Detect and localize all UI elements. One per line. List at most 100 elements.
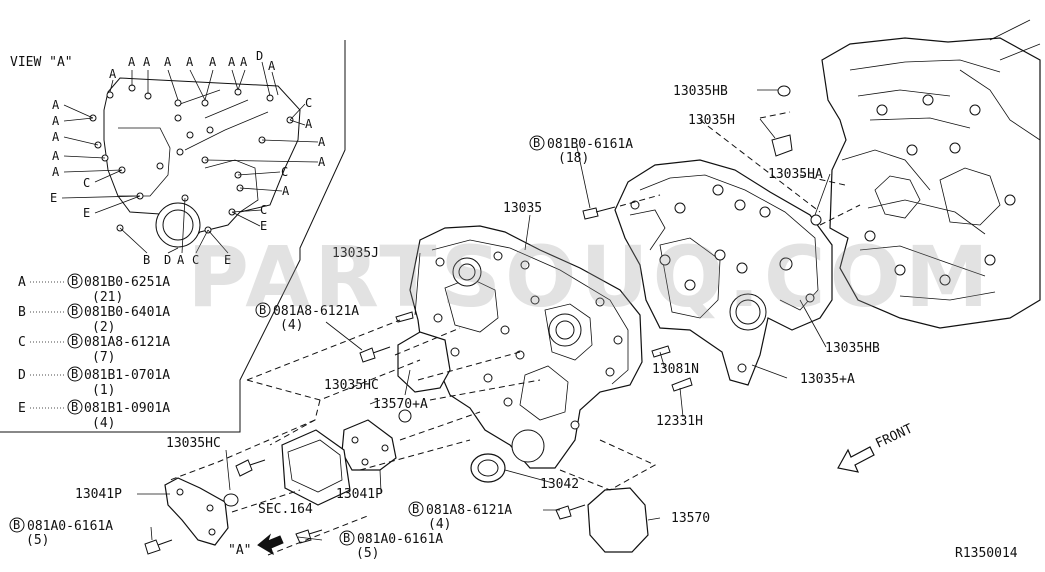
front-timing-cover [409,225,643,469]
svg-text:B: B [13,518,20,532]
svg-text:081B0-6401A: 081B0-6401A [84,305,170,320]
svg-text:A: A [164,55,172,69]
svg-text:(4): (4) [428,517,451,532]
rear-timing-cover [614,159,833,386]
inset-right-letters: C A A A C A C E [260,96,326,233]
legend-row-c: C B 081A8-6121A (7) [18,333,170,365]
bolt-symbol-icon [67,333,83,349]
sec164-module [281,429,351,506]
callout-13035hc-mid: 13035HC [324,378,379,393]
callout-13035hc-left: 13035HC [166,436,221,451]
svg-text:A: A [18,275,26,290]
svg-text:081B0-6161A: 081B0-6161A [547,137,633,152]
bolt-symbol-icon [339,530,355,546]
svg-text:B: B [143,253,150,267]
front-arrow-icon [837,446,875,473]
svg-text:B: B [259,303,266,317]
callout-13035j: 13035J [332,246,379,261]
plug-icon [771,134,793,157]
o-ring [398,409,412,423]
bolt-symbol-icon [408,501,424,517]
callout-labels: 13035HB 13035H 13035HA 13035 13035J 1303… [75,84,880,558]
svg-text:(18): (18) [558,151,589,166]
bolt-icon [582,206,616,220]
legend-row-d: D B 081B1-0701A (1) [18,366,170,398]
svg-text:C: C [305,96,312,110]
bolt-callout-5: B 081A0-6161A (5) [339,530,443,561]
dowel-icon [671,377,693,392]
svg-text:(1): (1) [92,383,115,398]
svg-text:E: E [83,206,90,220]
svg-text:A: A [52,130,60,144]
cover-plate-left [164,477,239,546]
svg-text:081B1-0901A: 081B1-0901A [84,401,170,416]
callout-13035ha: 13035HA [768,167,823,182]
svg-text:081B0-6251A: 081B0-6251A [84,275,170,290]
view-a-inset: VIEW "A" [0,40,346,433]
dowel-icon [651,345,671,358]
svg-text:081B1-0701A: 081B1-0701A [84,368,170,383]
svg-text:(21): (21) [92,290,123,305]
svg-text:A: A [209,55,217,69]
bolt-symbol-icon [67,399,83,415]
inset-bolt-holes [89,84,294,234]
o-ring [223,493,239,507]
bolt-icon [555,504,586,520]
plug-icon [779,257,793,271]
callout-13570a: 13570+A [373,397,428,412]
callout-13081n: 13081N [652,362,699,377]
bolt-callout-1: B 081B0-6161A (18) [529,135,633,166]
inset-top-letters: A A A A A A A A D A [109,49,276,81]
bolt-symbol-icon [67,303,83,319]
svg-text:C: C [281,165,288,179]
inset-inner-line [204,159,259,213]
inset-leaders [61,61,319,254]
svg-text:A: A [318,155,326,169]
svg-text:B: B [71,334,78,348]
callout-leaders [137,89,831,541]
svg-text:081A8-6121A: 081A8-6121A [273,304,359,319]
svg-text:B: B [71,274,78,288]
engine-block [821,19,1041,329]
view-a-arrow-icon [257,533,284,556]
inset-crank-hole-inner [162,209,194,241]
bolt-icon [144,539,173,555]
svg-text:C: C [18,335,26,350]
svg-text:B: B [71,400,78,414]
plug-icon [777,85,791,97]
callout-13042: 13042 [540,477,579,492]
callout-12331h: 12331H [656,414,703,429]
dowel-icon [395,311,414,323]
inset-border [0,40,346,433]
svg-text:A: A [143,55,151,69]
svg-text:081A0-6161A: 081A0-6161A [27,519,113,534]
svg-text:(5): (5) [356,546,379,561]
bolt-symbol-icon [529,135,545,151]
plug-icon [810,214,822,226]
svg-text:D: D [164,253,171,267]
inset-inner-line [179,89,269,151]
callout-13035hb: 13035HB [825,341,880,356]
callout-13035hb-top: 13035HB [673,84,728,99]
bolt-symbol-icon [67,273,83,289]
bolts [144,85,822,555]
svg-text:A: A [109,67,117,81]
bolt-symbol-icon [255,302,271,318]
svg-text:B: B [18,305,26,320]
svg-text:D: D [256,49,263,63]
svg-text:B: B [71,367,78,381]
callout-view-a: "A" [228,543,251,558]
svg-text:A: A [228,55,236,69]
svg-text:A: A [240,55,248,69]
svg-text:081A0-6161A: 081A0-6161A [357,532,443,547]
svg-text:B: B [71,304,78,318]
svg-text:C: C [260,203,267,217]
bolt-icon [295,529,323,544]
svg-text:A: A [268,59,276,73]
cover-plate-middle [341,419,397,471]
svg-text:A: A [305,117,313,131]
svg-text:081A8-6121A: 081A8-6121A [426,503,512,518]
svg-text:A: A [318,135,326,149]
bolt-callout-2: B 081A8-6121A (4) [255,302,359,333]
assembly-lines [169,111,861,556]
